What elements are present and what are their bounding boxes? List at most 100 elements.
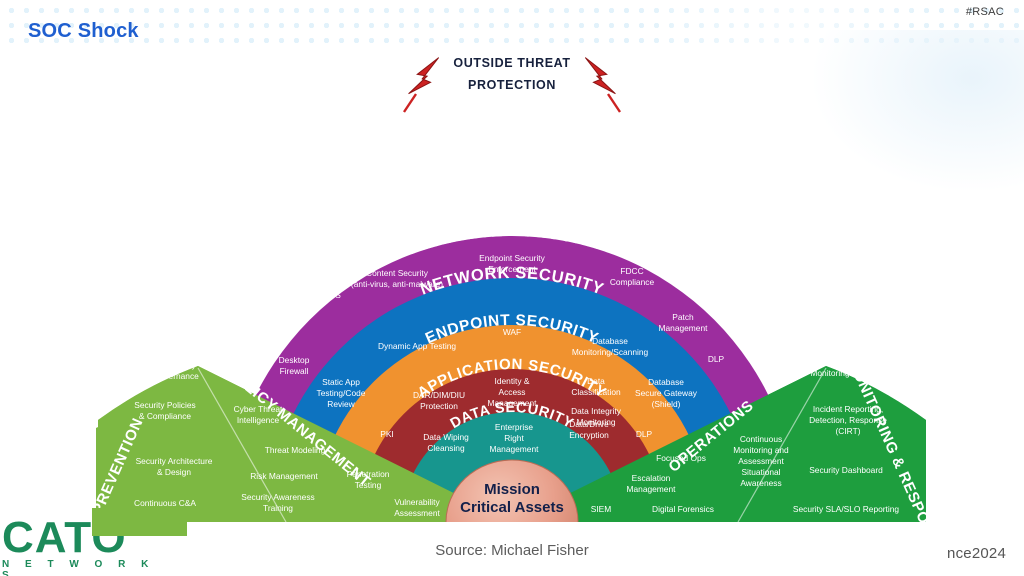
svg-text:IDS/IPS: IDS/IPS [256, 294, 286, 304]
svg-text:(anti-virus, anti-malware): (anti-virus, anti-malware) [466, 146, 558, 156]
svg-text:Web Proxy Content Filtering: Web Proxy Content Filtering [338, 211, 443, 221]
svg-text:Management: Management [659, 323, 709, 333]
svg-text:Monitoring/Scanning: Monitoring/Scanning [572, 347, 649, 357]
svg-text:DLP: DLP [745, 259, 762, 269]
svg-text:IDS/IPS: IDS/IPS [251, 270, 281, 280]
svg-text:Threat Modeling: Threat Modeling [265, 445, 326, 455]
defense-in-depth-diagram: PERIMETER SECURITY NETWORK SECURITY ENDP… [86, 48, 938, 522]
svg-text:Dynamic App Testing: Dynamic App Testing [378, 341, 456, 351]
svg-text:Firewall: Firewall [232, 342, 261, 352]
svg-text:IT Security: IT Security [156, 360, 197, 370]
bolt-tail-left [403, 93, 417, 113]
svg-text:Testing: Testing [355, 480, 382, 490]
svg-text:Security Awareness: Security Awareness [241, 492, 314, 502]
svg-text:Testing/Code: Testing/Code [317, 388, 366, 398]
outside-threat-line2: PROTECTION [468, 78, 556, 92]
svg-text:Data/Drive: Data/Drive [569, 419, 609, 429]
svg-text:Security Dashboard: Security Dashboard [809, 465, 883, 475]
svg-text:Security SLA/SLO Reporting: Security SLA/SLO Reporting [793, 504, 899, 514]
svg-text:Database: Database [648, 377, 684, 387]
outside-threat-line1: OUTSIDE THREAT [453, 56, 570, 70]
svg-text:Enclave/: Enclave/ [230, 320, 263, 330]
wedge-items-operations: Focused Ops Continuous Monitoring and As… [591, 434, 789, 514]
svg-text:Desktop: Desktop [279, 355, 310, 365]
svg-text:VoIP Protection: VoIP Protection [291, 259, 349, 269]
svg-text:IDS/IPS: IDS/IPS [311, 290, 341, 300]
svg-text:& Design: & Design [157, 467, 191, 477]
svg-text:Enterprise: Enterprise [727, 283, 766, 293]
svg-text:& Compliance: & Compliance [139, 411, 191, 421]
svg-text:Digital Forensics: Digital Forensics [652, 504, 714, 514]
divider-operations-monitoring [737, 367, 827, 522]
svg-text:Message Security: Message Security [600, 213, 667, 223]
svg-text:Training: Training [263, 503, 293, 513]
lightning-bolt-right-icon [584, 57, 616, 95]
svg-text:Remote Access: Remote Access [717, 294, 775, 304]
conference-mark: nce2024 [947, 545, 1006, 562]
svg-text:Enterprise: Enterprise [614, 202, 653, 212]
svg-text:Enforcement: Enforcement [488, 264, 536, 274]
svg-text:(Shield): (Shield) [652, 399, 681, 409]
svg-text:Encryption: Encryption [569, 430, 609, 440]
svg-text:Continuous C&A: Continuous C&A [134, 498, 196, 508]
svg-text:DataCenter: DataCenter [225, 331, 268, 341]
source-attribution: Source: Michael Fisher [435, 542, 589, 559]
lightning-bolt-left-icon [408, 57, 440, 95]
svg-text:WAF: WAF [503, 327, 521, 337]
svg-text:Awareness: Awareness [740, 478, 781, 488]
svg-text:Escalation: Escalation [632, 473, 671, 483]
svg-text:Detection, Response: Detection, Response [809, 415, 887, 425]
svg-text:Risk Management: Risk Management [250, 471, 318, 481]
svg-text:Host: Host [317, 279, 335, 289]
mission-critical-assets-oval [445, 459, 579, 522]
svg-text:Einstein: Einstein [818, 345, 848, 355]
svg-text:Penetration: Penetration [347, 469, 390, 479]
logo-occluder [92, 508, 187, 536]
svg-text:Continuous: Continuous [740, 434, 782, 444]
svg-text:Endpoint Security: Endpoint Security [479, 253, 545, 263]
svg-text:Secure Gateway: Secure Gateway [635, 388, 698, 398]
wedge-items-policy-management: Cyber Threat Intelligence Threat Modelin… [234, 404, 441, 518]
svg-text:DHS: DHS [824, 334, 842, 344]
svg-text:Data Integrity: Data Integrity [571, 406, 622, 416]
wedge-items-monitoring-response: SOC/NOC Monitoring (24x7) Incident Repor… [793, 357, 899, 514]
rsac-hashtag: #RSAC [965, 6, 1004, 18]
svg-text:Incident Reporting,: Incident Reporting, [813, 404, 883, 414]
svg-text:Monitoring: Monitoring [576, 417, 615, 427]
svg-text:Vulnerability: Vulnerability [394, 497, 440, 507]
svg-text:Data: Data [587, 376, 605, 386]
svg-text:Monitoring and: Monitoring and [733, 445, 789, 455]
svg-text:Wireless Security: Wireless Security [658, 247, 723, 257]
wedge-right-overlay [512, 366, 926, 522]
svg-text:Cleansing: Cleansing [427, 443, 465, 453]
svg-text:Database: Database [592, 336, 628, 346]
svg-text:Governance: Governance [153, 371, 199, 381]
svg-text:Access: Access [499, 387, 526, 397]
ring-items-perimeter-security: Message Security (anti-virus, anti-malwa… [178, 134, 848, 355]
svg-text:(CIRT): (CIRT) [836, 426, 861, 436]
svg-text:Intelligence: Intelligence [237, 415, 280, 425]
svg-text:Content Security: Content Security [366, 268, 429, 278]
svg-text:DAR/DIM/DIU: DAR/DIM/DIU [413, 390, 465, 400]
svg-text:DLP: DLP [772, 330, 789, 340]
center-label-line2: Critical Assets [460, 499, 564, 516]
svg-text:Static App: Static App [322, 377, 360, 387]
svg-text:Situational: Situational [741, 467, 780, 477]
svg-text:Compliance: Compliance [610, 277, 655, 287]
center-label-line1: Mission [484, 481, 540, 498]
svg-text:Patch: Patch [672, 312, 694, 322]
svg-text:DLP: DLP [708, 354, 725, 364]
bolt-tail-right [607, 93, 621, 113]
svg-text:Security Architecture: Security Architecture [136, 456, 213, 466]
svg-text:SOC/NOC: SOC/NOC [823, 357, 862, 367]
ring-items-endpoint-security: Endpoint Security Enforcement Content Se… [279, 253, 725, 376]
svg-text:Assessment: Assessment [394, 508, 440, 518]
svg-text:Cyber Threat: Cyber Threat [234, 404, 283, 414]
logo-tagline: N E T W O R K S [2, 559, 155, 576]
svg-text:Enterprise: Enterprise [671, 236, 710, 246]
svg-text:NAC: NAC [503, 204, 521, 214]
svg-text:PKI: PKI [380, 429, 394, 439]
svg-text:Management: Management [627, 484, 677, 494]
svg-text:Message Security: Message Security [479, 134, 546, 144]
